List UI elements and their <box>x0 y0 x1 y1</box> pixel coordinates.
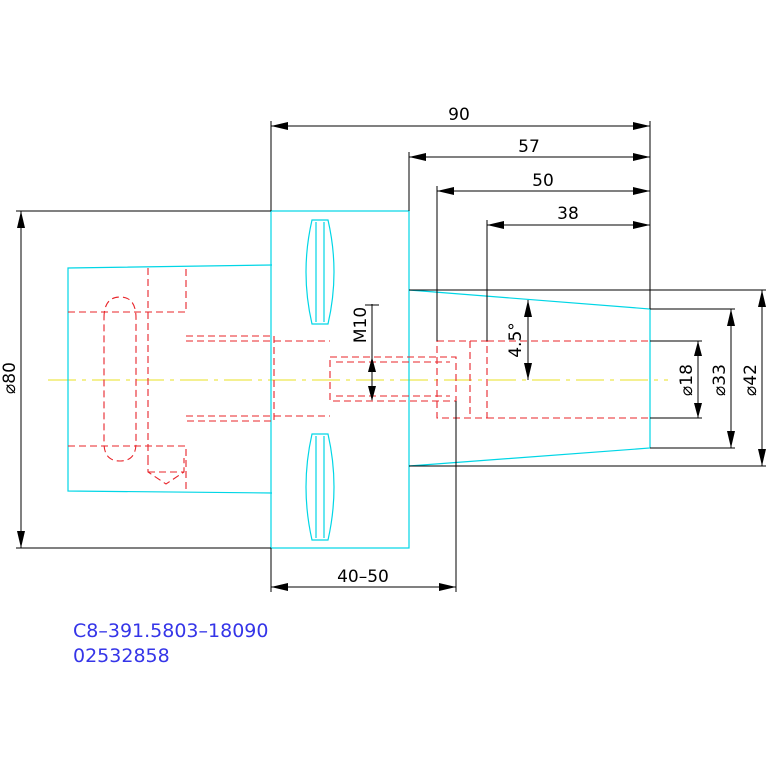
dim-50: 50 <box>532 171 554 191</box>
order-number: 02532858 <box>73 645 170 667</box>
lower-slot-outline <box>305 433 335 541</box>
part-number: C8–391.5803–18090 <box>73 620 268 642</box>
dim-90: 90 <box>448 105 470 125</box>
dim-diameter-80: ⌀80 <box>0 362 20 394</box>
dim-38: 38 <box>557 204 579 224</box>
flange-outline <box>270 210 410 549</box>
taper-bore <box>436 340 488 419</box>
shank-pocket <box>103 296 137 462</box>
upper-slot-outline <box>305 219 335 325</box>
drill-point <box>147 458 185 485</box>
dimension-labels: 90 57 50 38 40–50 M10 4.5° ⌀80 ⌀18 ⌀33 ⌀… <box>0 105 761 587</box>
dim-diameter-33: ⌀33 <box>710 364 730 396</box>
dim-40-50: 40–50 <box>337 567 389 587</box>
part-outline <box>67 210 651 549</box>
hidden-lines <box>68 266 650 493</box>
dimensions <box>16 121 766 592</box>
taper-outline <box>408 289 651 467</box>
dim-diameter-18: ⌀18 <box>677 364 697 396</box>
dim-angle: 4.5° <box>506 322 526 358</box>
thread-m10 <box>329 356 457 402</box>
dim-m10: M10 <box>351 307 371 343</box>
shank-outline <box>67 264 273 494</box>
dim-diameter-42: ⌀42 <box>741 364 761 396</box>
dim-57: 57 <box>518 137 540 157</box>
